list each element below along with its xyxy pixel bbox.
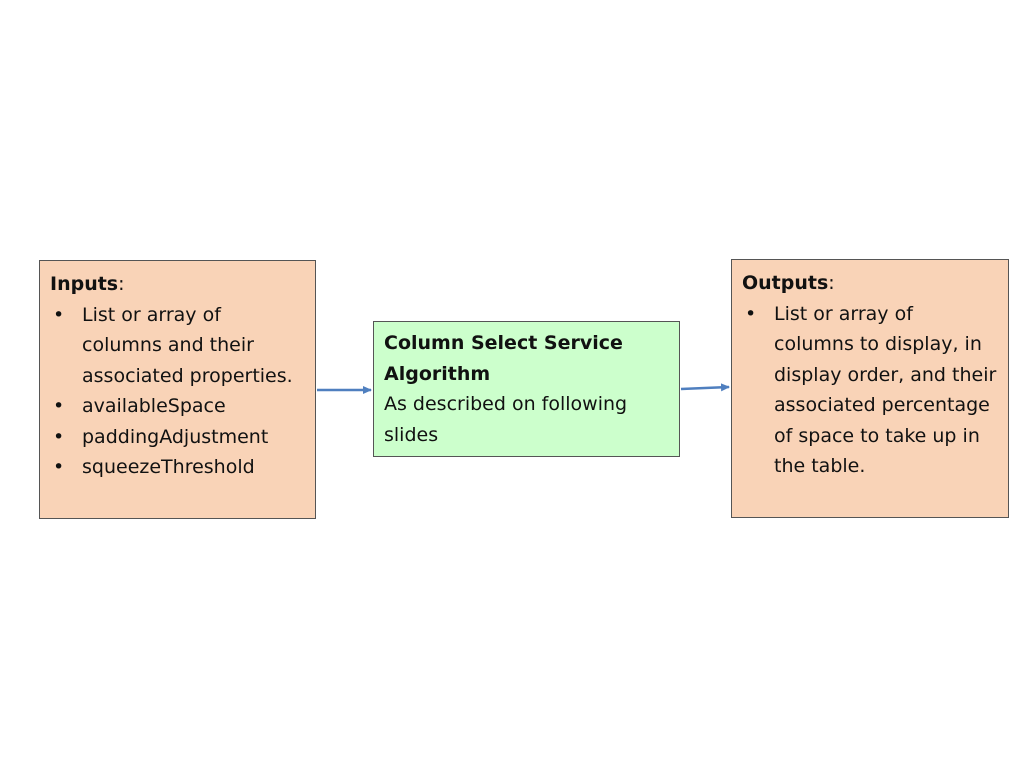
bullet-icon: • — [53, 303, 65, 326]
inputs-heading-line: Inputs: — [50, 269, 305, 300]
inputs-item-text: paddingAdjustment — [82, 425, 269, 448]
inputs-list-item: • paddingAdjustment — [50, 422, 305, 453]
bullet-icon: • — [53, 425, 65, 448]
outputs-list: • List or array of columns to display, i… — [742, 299, 998, 482]
outputs-item-text: List or array of columns to display, in … — [774, 302, 997, 478]
outputs-heading: Outputs — [742, 272, 829, 294]
inputs-item-text: availableSpace — [82, 395, 226, 417]
outputs-list-item: • List or array of columns to display, i… — [742, 299, 998, 482]
inputs-box: Inputs: • List or array of columns and t… — [39, 260, 316, 519]
algorithm-description: As described on following slides — [384, 393, 628, 446]
inputs-list: • List or array of columns and their ass… — [50, 300, 305, 483]
algorithm-title-line1: Column Select Service — [384, 332, 623, 354]
inputs-list-item: • squeezeThreshold — [50, 452, 305, 483]
outputs-heading-line: Outputs: — [742, 268, 998, 299]
inputs-heading-colon: : — [118, 273, 125, 295]
inputs-item-text: squeezeThreshold — [82, 456, 255, 478]
algorithm-box: Column Select Service Algorithm As descr… — [373, 321, 680, 457]
bullet-icon: • — [745, 302, 757, 325]
inputs-item-text: List or array of columns and their assoc… — [82, 303, 293, 387]
outputs-heading-colon: : — [828, 272, 835, 294]
bullet-icon: • — [53, 395, 65, 417]
inputs-list-item: • availableSpace — [50, 391, 305, 422]
outputs-box: Outputs: • List or array of columns to d… — [731, 259, 1009, 518]
inputs-heading: Inputs — [50, 273, 119, 295]
arrow-algorithm-to-outputs — [680, 383, 730, 392]
inputs-list-item: • List or array of columns and their ass… — [50, 300, 305, 392]
bullet-icon: • — [53, 456, 65, 478]
algorithm-title-line2: Algorithm — [384, 362, 491, 385]
